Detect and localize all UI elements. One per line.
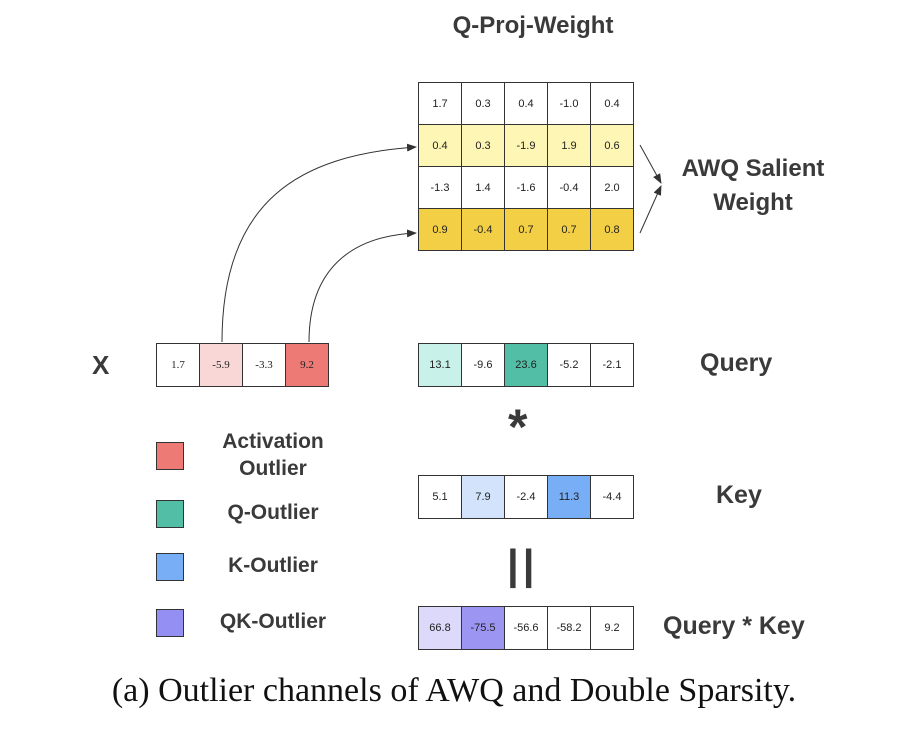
weight-cell: 0.9 bbox=[418, 208, 462, 251]
weight-cell: 0.4 bbox=[590, 82, 634, 125]
product-cell: 9.2 bbox=[590, 606, 634, 650]
x-label: X bbox=[92, 350, 110, 380]
x-cell: 1.7 bbox=[156, 343, 200, 387]
weight-cell: -1.6 bbox=[504, 166, 548, 209]
legend-label: QK-Outlier bbox=[198, 608, 348, 635]
equals-symbol: || bbox=[507, 541, 539, 588]
arrow-x-to-salient-row-2 bbox=[308, 229, 417, 343]
legend-label-line: Activation bbox=[222, 430, 324, 453]
query-cell: 23.6 bbox=[504, 343, 548, 387]
product-cell: -75.5 bbox=[461, 606, 505, 650]
legend-label-line: Q-Outlier bbox=[227, 501, 319, 524]
salient-weight-label-line1: AWQ Salient bbox=[681, 155, 825, 182]
legend-label-line: Outlier bbox=[239, 457, 307, 480]
key-cell: 11.3 bbox=[547, 475, 591, 519]
x-cell: 9.2 bbox=[285, 343, 329, 387]
arrow-salient-row-2-to-label bbox=[639, 185, 662, 234]
figure-caption: (a) Outlier channels of AWQ and Double S… bbox=[111, 672, 797, 709]
weight-cell: -0.4 bbox=[461, 208, 505, 251]
arrow-x-to-salient-row-1 bbox=[221, 143, 417, 343]
query-cell: -9.6 bbox=[461, 343, 505, 387]
weight-cell: 0.7 bbox=[547, 208, 591, 251]
weight-cell: -0.4 bbox=[547, 166, 591, 209]
weight-cell: 0.6 bbox=[590, 124, 634, 167]
legend-swatch bbox=[156, 553, 184, 581]
weight-cell: 0.3 bbox=[461, 124, 505, 167]
weight-cell: 2.0 bbox=[590, 166, 634, 209]
weight-cell: 1.7 bbox=[418, 82, 462, 125]
arrow-salient-row-1-to-label bbox=[639, 144, 662, 184]
key-cell: -4.4 bbox=[590, 475, 634, 519]
weight-cell: -1.9 bbox=[504, 124, 548, 167]
legend-swatch bbox=[156, 442, 184, 470]
query-key-label: Query * Key bbox=[663, 612, 805, 640]
legend-label: K-Outlier bbox=[198, 552, 348, 579]
salient-weight-label: AWQ Salient Weight bbox=[663, 152, 843, 220]
x-cell: -5.9 bbox=[199, 343, 243, 387]
legend-label-line: QK-Outlier bbox=[219, 610, 327, 633]
key-cell: 5.1 bbox=[418, 475, 462, 519]
key-label: Key bbox=[716, 481, 762, 509]
query-label: Query bbox=[700, 349, 773, 377]
weight-cell: 1.9 bbox=[547, 124, 591, 167]
weight-cell: 0.4 bbox=[504, 82, 548, 125]
salient-weight-label-line2: Weight bbox=[713, 189, 793, 216]
legend-swatch bbox=[156, 500, 184, 528]
multiply-symbol: * bbox=[508, 399, 528, 455]
query-cell: -2.1 bbox=[590, 343, 634, 387]
query-cell: -5.2 bbox=[547, 343, 591, 387]
weight-title: Q-Proj-Weight bbox=[452, 12, 614, 39]
legend-label: Q-Outlier bbox=[198, 499, 348, 526]
legend-swatch bbox=[156, 609, 184, 637]
weight-cell: 0.8 bbox=[590, 208, 634, 251]
weight-cell: -1.3 bbox=[418, 166, 462, 209]
legend-label-line: K-Outlier bbox=[228, 554, 318, 577]
